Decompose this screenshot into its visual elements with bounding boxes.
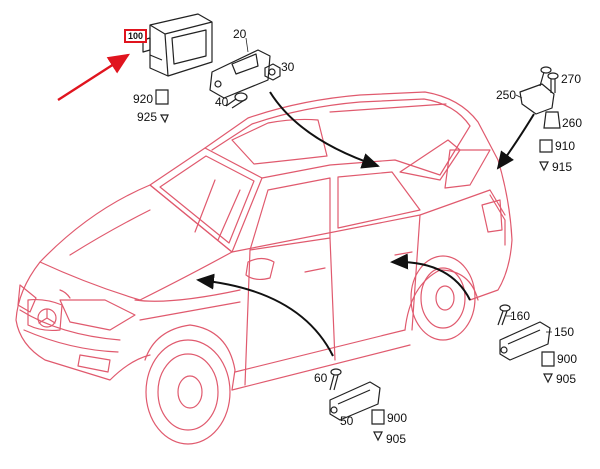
arrow-bottom bbox=[196, 273, 334, 357]
label-910: 910 bbox=[555, 139, 576, 153]
screw-part-270 bbox=[547, 72, 559, 93]
label-40: 40 bbox=[215, 95, 229, 109]
small-part-910 bbox=[539, 139, 553, 153]
nut-part bbox=[264, 63, 281, 81]
label-ticks bbox=[245, 37, 552, 333]
arrow-right bbox=[496, 113, 535, 170]
screw-part bbox=[225, 92, 248, 109]
label-920: 920 bbox=[133, 92, 154, 106]
highlight-arrow bbox=[57, 53, 131, 102]
small-part-900a bbox=[541, 351, 555, 367]
label-260: 260 bbox=[562, 116, 583, 130]
label-30: 30 bbox=[281, 60, 295, 74]
label-60: 60 bbox=[314, 371, 328, 385]
control-unit-part bbox=[142, 13, 213, 77]
bracket-part-50 bbox=[329, 381, 381, 421]
screw-part-160 bbox=[497, 304, 511, 326]
label-900-bottom: 900 bbox=[387, 411, 408, 425]
arrow-top bbox=[269, 91, 380, 169]
label-915: 915 bbox=[552, 160, 573, 174]
clip-part-260 bbox=[543, 111, 561, 129]
small-part-920 bbox=[155, 89, 169, 105]
small-part-915 bbox=[539, 161, 549, 172]
label-900-right: 900 bbox=[557, 352, 578, 366]
label-905-right: 905 bbox=[556, 372, 577, 386]
label-160: 160 bbox=[510, 309, 531, 323]
screw-part-60 bbox=[329, 368, 342, 391]
label-150: 150 bbox=[554, 325, 575, 339]
arrow-lower-right bbox=[390, 253, 471, 301]
label-50: 50 bbox=[340, 414, 354, 428]
bracket-part-150 bbox=[499, 321, 551, 361]
bracket-part bbox=[209, 49, 271, 99]
small-part-905a bbox=[543, 373, 553, 384]
label-270: 270 bbox=[561, 72, 582, 86]
label-20: 20 bbox=[233, 27, 247, 41]
small-part-905b bbox=[373, 431, 383, 442]
label-925: 925 bbox=[137, 110, 158, 124]
small-part-925 bbox=[159, 114, 169, 124]
hinge-part-250 bbox=[519, 66, 555, 115]
label-250: 250 bbox=[496, 88, 517, 102]
highlight-callout: 100 bbox=[124, 29, 148, 43]
leader-arrows bbox=[196, 91, 535, 357]
label-905-bottom: 905 bbox=[386, 432, 407, 446]
small-part-900b bbox=[371, 409, 385, 425]
vehicle-outline bbox=[15, 91, 513, 445]
